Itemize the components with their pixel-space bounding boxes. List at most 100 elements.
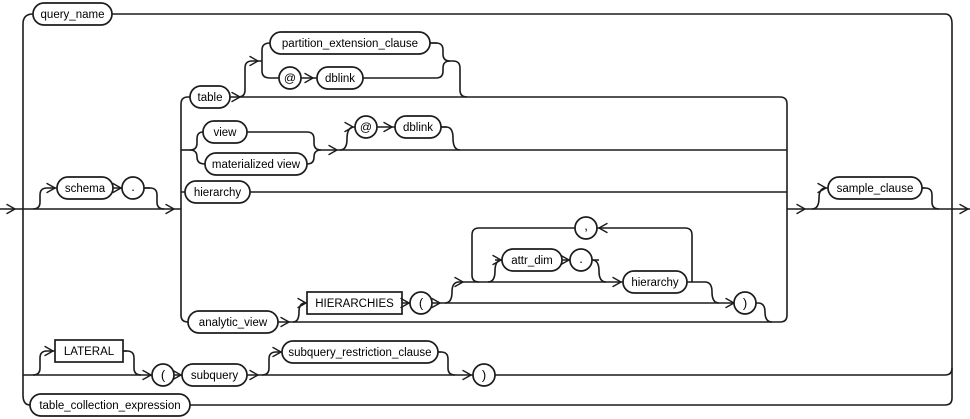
sample-clause-oval [827, 176, 923, 200]
view-label: view [213, 127, 237, 139]
arrow-after-analytic-view [280, 316, 290, 328]
rail-branch-vertical-up [180, 96, 189, 209]
subquery-label: subquery [191, 370, 239, 382]
rail-analytic-row [188, 314, 788, 323]
rail-view-merge [306, 131, 322, 151]
flow-arrowheads [6, 55, 969, 381]
rail-loop-right-up [684, 227, 693, 282]
rail-at2-down [441, 126, 461, 151]
period-2-circle [569, 248, 593, 272]
rail-partition-merge [430, 42, 451, 62]
arrow-before-sample-clause [817, 182, 827, 194]
node-analytic-view: analytic_view [187, 310, 279, 334]
schema-label: schema [65, 183, 106, 195]
arrow-before-close-paren-2 [462, 369, 472, 381]
node-close-paren-2: ) [472, 363, 496, 387]
node-at-sign-2: @ [354, 115, 378, 139]
rail-sample-down [922, 187, 940, 210]
close-paren-2-circle [472, 363, 496, 387]
period-2-label: . [579, 251, 583, 266]
node-subquery-restriction-clause: subquery_restriction_clause [281, 340, 439, 364]
comma-label: , [584, 218, 588, 233]
rail-schema-branch-up [32, 187, 48, 210]
node-query-name: query_name [32, 2, 113, 26]
node-open-paren-1: ( [409, 291, 433, 315]
arrow-before-hierarchies [297, 297, 307, 309]
rail-lateral-up [32, 350, 48, 376]
rail-items-branch-up [444, 281, 460, 304]
analytic-view-label: analytic_view [199, 317, 268, 329]
rail-subquery-row-right [495, 367, 953, 376]
arrow-loop-comma-left [598, 222, 608, 234]
rail-query-name-row [33, 13, 953, 25]
node-comma: , [574, 216, 598, 240]
node-table-collection-expression: table_collection_expression [29, 393, 191, 417]
hierarchy-1-oval [184, 180, 251, 204]
rail-left-vertical-down [22, 209, 31, 406]
node-dblink-2: dblink [394, 115, 442, 139]
arrow-before-lateral [44, 345, 54, 357]
view-oval [202, 120, 248, 144]
arrow-after-view-merge [328, 144, 338, 156]
arrow-after-schema-merge [165, 203, 175, 215]
arrow-before-subquery [172, 369, 182, 381]
dblink-1-oval [316, 66, 364, 90]
dblink-2-label: dblink [403, 122, 433, 134]
arrow-before-close-paren-1 [725, 297, 735, 309]
rail-matview-merge [306, 149, 322, 165]
attr-dim-label: attr_dim [511, 255, 553, 267]
period-1-circle [121, 176, 145, 200]
node-hierarchy-1: hierarchy [184, 180, 251, 204]
hierarchy-2-oval [622, 270, 688, 294]
node-dblink-1: dblink [316, 66, 364, 90]
arrow-before-dblink-2 [383, 121, 393, 133]
materialized-view-oval [204, 152, 308, 176]
connector-rails [0, 13, 970, 406]
node-period-1: . [121, 176, 145, 200]
attr-dim-oval [501, 248, 563, 272]
subquery-restriction-clause-oval [281, 340, 439, 364]
rail-table-opt-rejoin [450, 60, 468, 98]
node-at-sign-1: @ [278, 66, 302, 90]
open-paren-2-label: ( [161, 368, 166, 383]
lateral-keyword-label: LATERAL [64, 346, 115, 358]
analytic-view-oval [187, 310, 279, 334]
node-hierarchy-2: hierarchy [622, 270, 688, 294]
arrow-before-period-2 [560, 254, 570, 266]
arrow-before-schema [46, 182, 56, 194]
partition-extension-clause-oval [269, 31, 431, 55]
at-sign-2-label: @ [360, 120, 372, 134]
period-1-label: . [131, 179, 135, 194]
arrow-after-open-paren-1 [431, 297, 441, 309]
table-collection-expression-label: table_collection_expression [39, 400, 180, 412]
materialized-view-label: materialized view [212, 159, 301, 171]
dblink-1-label: dblink [325, 73, 355, 85]
node-partition-extension-clause: partition_extension_clause [269, 31, 431, 55]
hierarchies-keyword-box [306, 291, 403, 315]
at-sign-1-circle [278, 66, 302, 90]
hierarchies-keyword-label: HIERARCHIES [315, 298, 394, 310]
arrow-before-restriction [272, 346, 282, 358]
open-paren-1-label: ( [419, 296, 424, 311]
arrow-before-hierarchy-2 [612, 276, 622, 288]
rail-table-opt-up [237, 60, 262, 98]
rail-split-to-partition [261, 42, 271, 61]
rail-attrdim-down [591, 259, 607, 283]
rail-rparen1-out-down [756, 302, 773, 323]
rail-at-merge [435, 60, 451, 79]
lateral-keyword-box [54, 339, 124, 363]
rail-restriction-down [438, 351, 456, 376]
arrow-before-open-paren-1 [400, 297, 410, 309]
arrow-items-row [454, 276, 464, 288]
hierarchy-1-label: hierarchy [194, 187, 242, 199]
node-period-2: . [569, 248, 593, 272]
at-sign-2-circle [354, 115, 378, 139]
arrow-before-at-2 [344, 121, 354, 133]
dblink-2-oval [394, 115, 442, 139]
arrow-table-opt-split [249, 55, 259, 67]
query-name-oval [32, 2, 113, 26]
rail-hierarchies-up [292, 302, 306, 323]
arrow-before-attr-dim [492, 254, 502, 266]
